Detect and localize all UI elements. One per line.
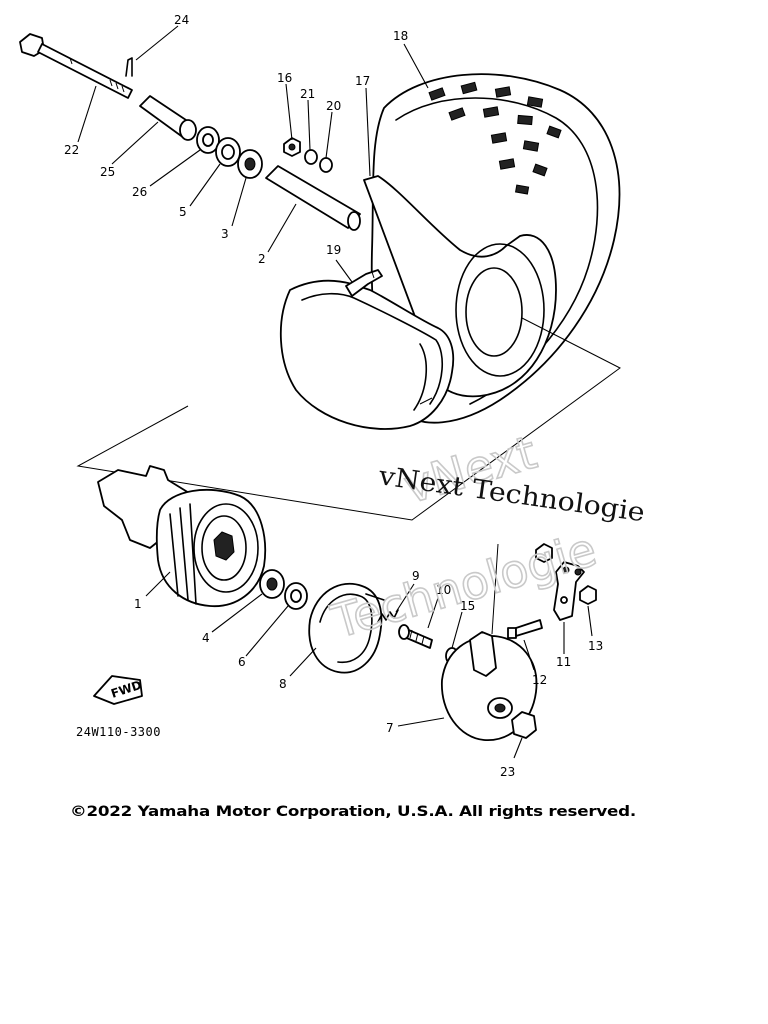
axle-collar	[139, 95, 197, 141]
leader-lines	[77, 25, 593, 759]
bearing-5	[215, 137, 241, 167]
label-5: 5	[179, 205, 187, 219]
label-7: 7	[386, 721, 394, 735]
label-20: 20	[326, 99, 341, 113]
label-12: 12	[532, 673, 547, 687]
label-26: 26	[132, 185, 147, 199]
assembly-guide-lines	[76, 317, 621, 521]
label-15: 15	[460, 599, 475, 613]
label-23: 23	[500, 765, 515, 779]
copyright-notice: ©2022 Yamaha Motor Corporation, U.S.A. A…	[70, 804, 636, 820]
wheel-hub	[97, 465, 267, 607]
label-11: 11	[556, 655, 571, 669]
label-6: 6	[238, 655, 246, 669]
label-22: 22	[64, 143, 79, 157]
label-19: 19	[326, 243, 341, 257]
oil-seal	[196, 126, 220, 154]
label-8: 8	[279, 677, 287, 691]
label-3: 3	[221, 227, 229, 241]
camshaft-lever	[553, 561, 585, 621]
label-9: 9	[412, 569, 420, 583]
axle-bolt	[19, 33, 133, 99]
label-4: 4	[202, 631, 210, 645]
return-spring	[377, 609, 399, 623]
washer-20	[319, 157, 333, 173]
brake-shoes	[308, 582, 385, 674]
nut-16	[283, 137, 301, 157]
watermark: vNext Technologie vNext Technologie	[324, 424, 646, 650]
hub-seal	[284, 582, 308, 610]
nut-top	[535, 543, 553, 563]
cotter-pin	[125, 57, 133, 77]
label-13: 13	[588, 639, 603, 653]
bolt-12	[507, 619, 543, 639]
axle-nut	[511, 711, 537, 739]
brake-camshaft	[398, 624, 433, 649]
drawing-code: 24W110-3300	[76, 725, 161, 739]
part-labels: 24 18 16 21 20 17 22 25 26 5 3 2 19 1 4 …	[64, 13, 603, 779]
label-24: 24	[174, 13, 189, 27]
valve-stem	[345, 269, 383, 297]
label-2: 2	[258, 252, 266, 266]
rim-outer-half	[363, 175, 557, 398]
brake-shoe-plate	[441, 543, 538, 741]
bearing-3	[237, 149, 263, 179]
label-10: 10	[436, 583, 451, 597]
spacer-tube	[265, 165, 361, 231]
label-16: 16	[277, 71, 292, 85]
nut-13	[579, 585, 597, 605]
label-17: 17	[355, 74, 370, 88]
label-25: 25	[100, 165, 115, 179]
label-21: 21	[300, 87, 315, 101]
tire-tread	[428, 81, 562, 195]
washer-21	[304, 149, 318, 165]
label-1: 1	[134, 597, 142, 611]
forward-arrow-icon: FWD	[93, 675, 143, 705]
watermark-technologie: Technologie	[325, 522, 602, 649]
hub-bearing	[259, 569, 285, 599]
label-18: 18	[393, 29, 408, 43]
rim-inner-half	[279, 279, 455, 430]
